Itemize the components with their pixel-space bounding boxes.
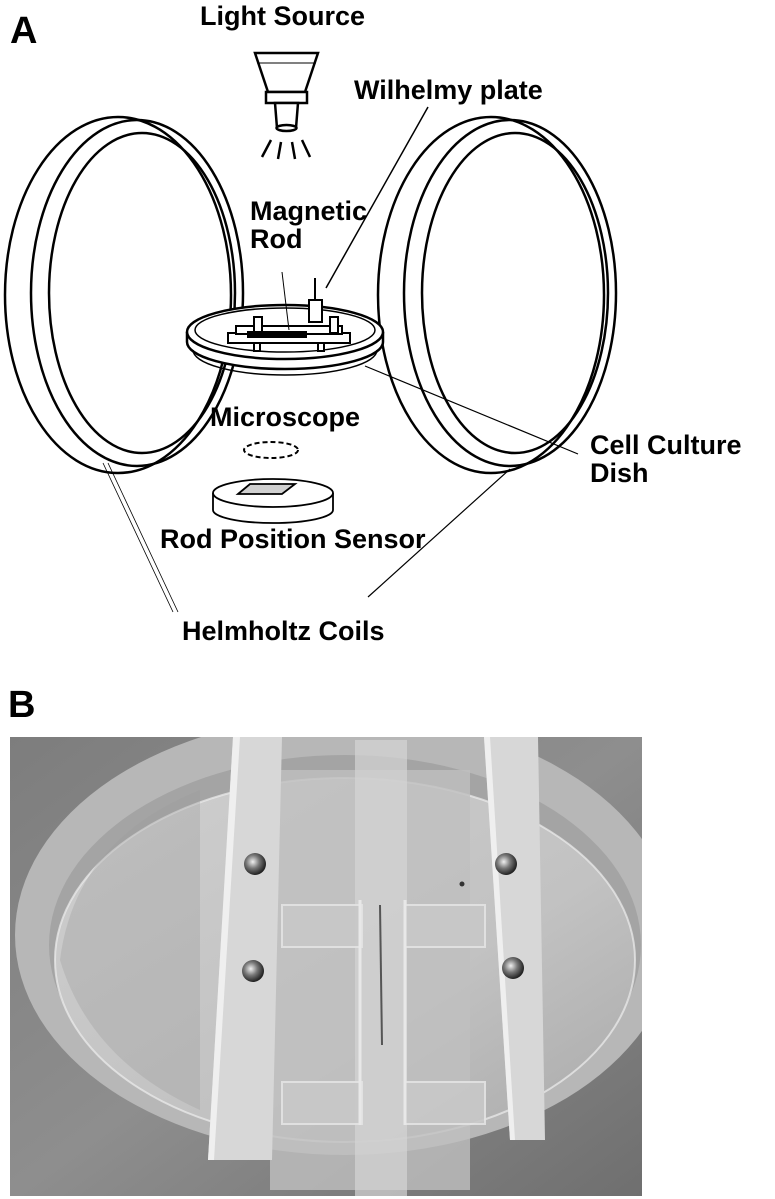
helmholtz-coils-label: Helmholtz Coils [182,616,385,646]
cell-culture-dish-label: Cell Culture Dish [590,430,742,489]
light-source-icon [253,51,320,160]
rod-position-sensor [212,478,334,524]
leader-lines [102,106,579,613]
glass-blocks [281,904,486,1125]
left-support-strip [208,737,282,1160]
panel-a-diagram [3,51,618,613]
microscope-label: Microscope [210,402,361,432]
rod-position-sensor-label: Rod Position Sensor [160,524,426,554]
magnetic-rod-label: Magnetic Rod [250,196,368,255]
right-support-strip [484,737,545,1140]
wilhelmy-plate [308,278,323,323]
screws [242,853,524,982]
microscope-lens [243,441,299,459]
light-source-label: Light Source [200,1,366,31]
panel-b-letter: B [8,684,36,726]
panel-a-letter: A [10,10,38,52]
right-helmholtz-coil [376,115,618,475]
left-helmholtz-coil [3,115,245,475]
wilhelmy-plate-label: Wilhelmy plate [354,75,543,105]
